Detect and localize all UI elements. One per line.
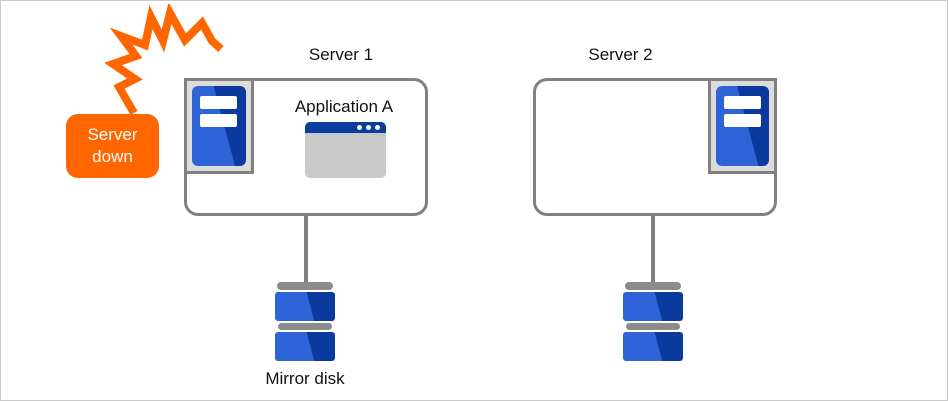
- server2-disk-connector: [651, 215, 655, 283]
- server2-title: Server 2: [588, 45, 653, 64]
- server-tower-icon: [716, 86, 769, 166]
- tower-slot-icon: [200, 114, 237, 127]
- disk-platter: [275, 332, 335, 361]
- server1-disk-connector: [304, 215, 308, 283]
- window-dot-icon: [366, 125, 371, 130]
- application-a-label: Application A: [294, 97, 394, 116]
- window-titlebar: [305, 122, 386, 133]
- tower-slot-icon: [200, 96, 237, 109]
- server1-title: Server 1: [308, 45, 374, 64]
- disk-divider: [626, 323, 680, 330]
- mirror-disk-label: Mirror disk: [265, 369, 345, 388]
- application-window-icon: [305, 122, 386, 178]
- disk-platter: [623, 292, 683, 321]
- mirror-disk-icon: [623, 282, 683, 361]
- tower-slot-icon: [724, 114, 761, 127]
- disk-divider: [278, 323, 332, 330]
- window-dot-icon: [357, 125, 362, 130]
- tower-slot-icon: [724, 96, 761, 109]
- disk-platter: [275, 292, 335, 321]
- window-dot-icon: [375, 125, 380, 130]
- server-down-label: Server down: [87, 124, 138, 166]
- server-down-badge: Server down: [66, 114, 159, 178]
- crash-flash-icon: [105, 4, 224, 115]
- server-tower-icon: [192, 86, 246, 166]
- disk-cap: [625, 282, 681, 290]
- disk-platter: [623, 332, 683, 361]
- disk-cap: [277, 282, 333, 290]
- mirror-disk-icon: [275, 282, 335, 361]
